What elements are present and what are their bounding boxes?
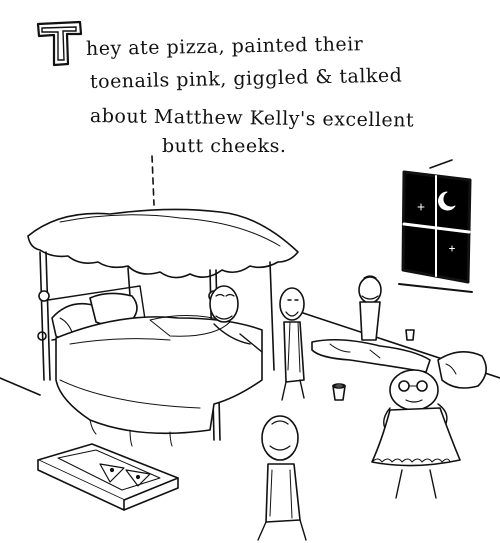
girl-in-nightie [371,369,461,499]
night-window [398,170,473,293]
canopy-bed [27,208,299,447]
cup [332,383,346,401]
girl-foreground [257,415,307,541]
star-icon [417,203,455,252]
crescent-moon-icon [438,191,456,211]
dropcap-t [36,20,83,67]
girl-lying [311,275,431,373]
pizza-slices [99,463,151,487]
caption: hey ate pizza, painted their toenails pi… [34,18,474,168]
cup-2 [405,329,415,341]
girl-standing [279,287,305,401]
floor-pillow [437,351,487,389]
pizza-box [37,443,179,511]
girl-on-bed [209,285,263,353]
caption-line-4: butt cheeks. [162,135,287,157]
